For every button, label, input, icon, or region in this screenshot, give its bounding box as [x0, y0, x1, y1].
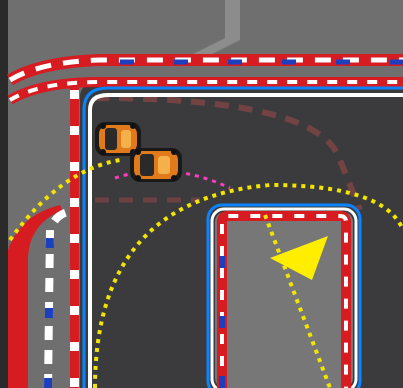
infield: [215, 212, 353, 388]
left-kerb: [70, 88, 79, 388]
left-shadow: [0, 0, 8, 388]
car-2: [130, 148, 182, 182]
